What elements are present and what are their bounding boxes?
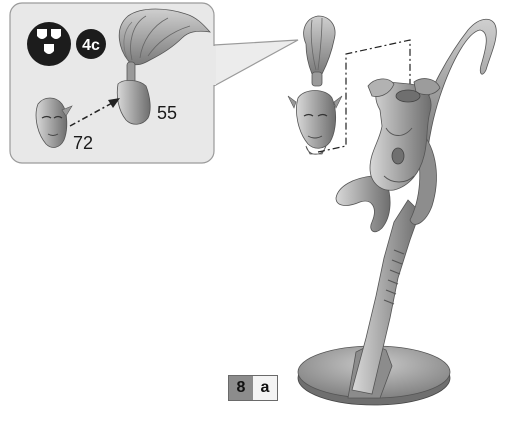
hair-plume-part bbox=[116, 8, 212, 125]
step-indicator: 8 a bbox=[228, 375, 278, 401]
numbered-circle-icon: 4c bbox=[76, 29, 106, 59]
face-part-number: 72 bbox=[73, 133, 93, 153]
arrow-head-icon bbox=[108, 98, 120, 108]
assembled-head bbox=[287, 15, 343, 155]
step-number: 8 bbox=[229, 376, 253, 400]
three-shields-icon bbox=[27, 22, 71, 66]
callout-panel: 4c 55 72 bbox=[9, 2, 299, 164]
badge-label: 4c bbox=[82, 37, 100, 54]
face-part bbox=[35, 97, 73, 148]
hair-part-number: 55 bbox=[157, 103, 177, 123]
callout-pointer bbox=[213, 39, 299, 88]
figure-model bbox=[297, 18, 497, 406]
guide-line bbox=[317, 39, 411, 153]
step-letter: a bbox=[253, 376, 277, 400]
